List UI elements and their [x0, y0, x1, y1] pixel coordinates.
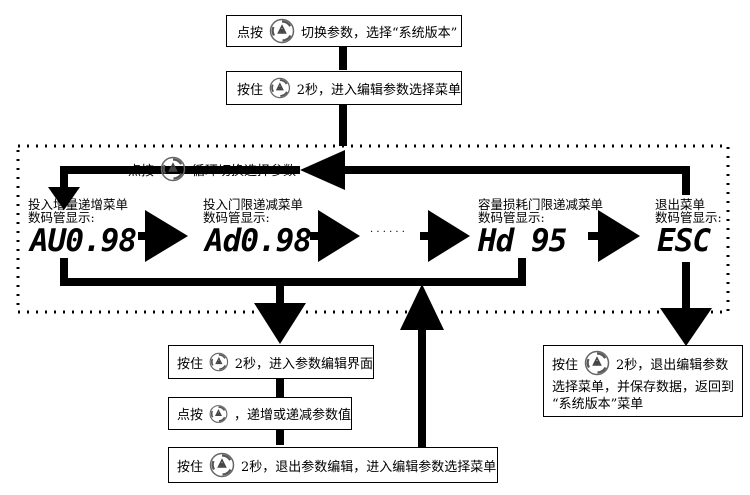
step-text-line-3: “系统版本”菜单 — [552, 397, 644, 412]
more-menus-ellipsis: · · · · · · — [370, 227, 405, 238]
action-label: 按住 — [552, 357, 579, 373]
rotary-knob-icon — [269, 75, 291, 101]
step-adjust-value-box: 点按 ，递增或递减参数值 — [168, 397, 352, 430]
action-label: 按住 — [237, 82, 264, 98]
menu-3-caption: 数码管显示: — [478, 210, 545, 225]
arrow-menu-2-dots — [318, 210, 360, 262]
menu-2-display: Ad0.98 — [205, 223, 312, 259]
dotted-menu-frame — [16, 144, 730, 314]
step-text: ，递增或递减参数值 — [233, 408, 351, 423]
rotary-knob-icon — [269, 18, 295, 44]
menu-1-title: 投入增量递增菜单 — [28, 197, 129, 212]
menus-bottom-rail — [60, 258, 526, 286]
step-select-system-version-box: 点按 切换参数，选择“系统版本” — [226, 15, 462, 47]
loop-note: 点按 循环切换选择参数 — [128, 156, 296, 182]
step-enter-param-edit-box: 按住 2秒，进入参数编辑界面 — [168, 345, 374, 379]
arrow-back-to-menu — [400, 284, 444, 330]
step-text: 2秒，进入参数编辑界面 — [234, 356, 373, 372]
arrow-menu-1-2 — [145, 210, 188, 262]
step-text: 切换参数，选择“系统版本” — [301, 25, 458, 41]
action-label: 点按 — [237, 25, 264, 41]
rotary-knob-icon — [209, 452, 235, 478]
step-text-line-2: 选择菜单，并保存数据，返回到 — [552, 380, 735, 395]
loop-return-arrow — [300, 150, 345, 190]
menu-1-display: AU0.98 — [30, 223, 137, 259]
step-exit-param-edit-box: 按住 2秒，退出参数编辑，进入编辑参数选择菜单 — [168, 447, 498, 483]
menu-4-caption: 数码管显示: — [655, 210, 722, 225]
arrow-menu-3-4 — [598, 210, 640, 262]
arrow-into-first — [48, 187, 80, 210]
rotary-knob-icon — [209, 349, 229, 375]
menu-4-display: ESC — [657, 223, 711, 259]
rotary-knob-icon — [160, 156, 186, 182]
menu-2-caption: 数码管显示: — [203, 210, 270, 225]
step-text: 2秒，进入编辑参数选择菜单 — [296, 82, 461, 98]
menu-2-title: 投入门限递减菜单 — [203, 197, 304, 212]
loop-into-first — [60, 166, 100, 187]
action-label: 点按 — [177, 408, 204, 423]
step-text-line-1: 2秒，退出编辑参数 — [616, 357, 729, 373]
step-exit-save-box: 按住 2秒，退出编辑参数 选择菜单，并保存数据，返回到 “系统版本”菜单 — [543, 345, 743, 417]
menu-1-caption: 数码管显示: — [28, 210, 95, 225]
step-enter-edit-menu-box: 按住 2秒，进入编辑参数选择菜单 — [226, 71, 462, 105]
step-text: 2秒，退出参数编辑，进入编辑参数选择菜单 — [241, 459, 497, 475]
menu-3-title: 容量损耗门限递减菜单 — [478, 197, 604, 212]
loop-note-text: 循环切换选择参数 — [192, 163, 297, 179]
arrow-to-edit — [254, 303, 306, 344]
action-label: 按住 — [177, 356, 204, 372]
action-label: 按住 — [177, 459, 204, 475]
rotary-knob-icon — [584, 350, 610, 376]
action-label: 点按 — [128, 163, 155, 179]
arrow-dots-menu-3 — [428, 210, 470, 262]
loop-return-line — [345, 166, 690, 195]
arrow-esc-down — [660, 308, 712, 346]
menu-4-title: 退出菜单 — [655, 197, 706, 212]
rotary-knob-icon — [209, 401, 228, 427]
menu-3-display: Hd 95 — [478, 223, 567, 259]
